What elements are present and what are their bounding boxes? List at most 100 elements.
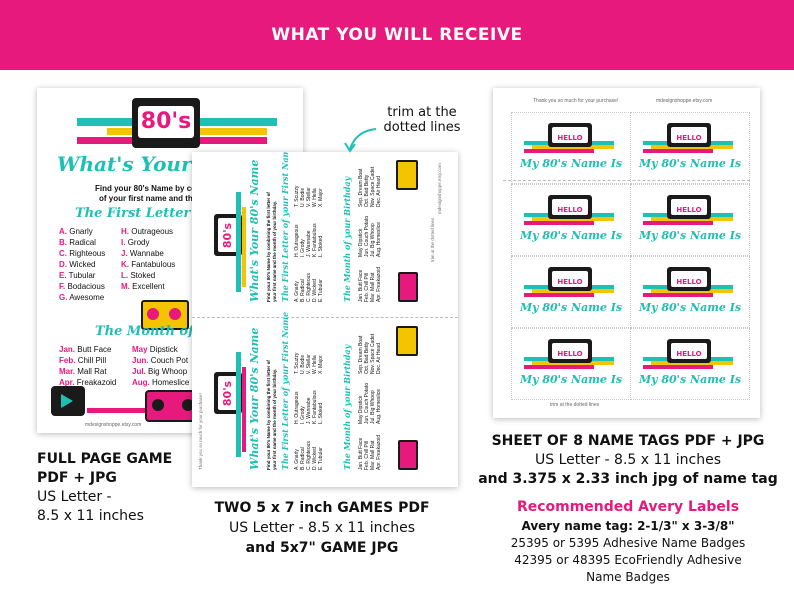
caption-5x7-line-2: US Letter - 8.5 x 11 inches [228,520,415,536]
month-item: Dec. Air Head [376,343,382,374]
tag-title: My 80's Name Is [638,301,742,314]
card-bottom-footer-note: Thank you so much for your purchase! [198,393,203,470]
hello-text: HELLO [557,134,583,142]
card-top-tape-icon [398,272,418,302]
month-item: Dec. Air Head [376,176,382,207]
card-top-month-heading: The Month of your Birthday [342,176,352,302]
avery-heading: Recommended Avery Labels [516,499,740,515]
caption-tags-line-2: US Letter - 8.5 x 11 inches [534,452,721,468]
card-top-stripe [236,192,241,292]
letter-item: E. Tubular [318,279,324,302]
tag-stripe-pink [643,293,713,297]
letter-row: B. Radical [59,238,96,247]
tag-title: My 80's Name Is [638,229,742,242]
hello-text: HELLO [557,278,583,286]
name-tags-sheet-preview: Thank you so much for your purchase! mde… [493,88,760,418]
letter-row: J. Wannabe [121,249,164,258]
card-bottom-months-c: Sep. Dream Boat Oct. Bad Betty Nov. Spac… [358,334,382,374]
tag-title: My 80's Name Is [519,301,623,314]
bottom-stripe [87,408,147,413]
month-item: Aug. Homeslice [376,388,382,424]
letter-row: M. Excellent [121,282,165,291]
letter-item: L. Stoked [318,235,324,257]
card-bottom-months-a: Jan. Butt Face Feb. Chill Pill Mar. Mall… [358,435,382,470]
hello-text: HELLO [676,134,702,142]
tag-stripe-pink [643,221,713,225]
tag-stripe-yellow [532,145,614,149]
letter-row: C. Righteous [59,249,106,258]
caption-5x7-line-3: and 5x7" GAME JPG [245,540,399,556]
tag-stripe-yellow [532,217,614,221]
caption-five-by-seven: TWO 5 x 7 inch GAMES PDF US Letter - 8.5… [198,498,446,558]
instructions-line-2: of your first name and the mont [99,194,220,203]
card-bottom-stripe-2 [242,367,246,452]
caption-full-page-line-3: US Letter - [37,489,112,505]
month-row: Aug. Homeslice [132,378,190,387]
five-by-seven-games-preview: 80's What's Your 80's Name Find your 80'… [192,152,458,487]
letter-item: X. Major [318,188,324,207]
caption-full-page-line-2: PDF + JPG [37,470,117,486]
cassette-logo-icon: 80's [132,98,200,148]
tag-stripe-yellow [651,289,733,293]
video-player-icon [51,386,85,416]
tag-stripe-yellow [651,145,733,149]
url-text: mdesignshoppe.etsy.com [85,422,142,428]
avery-line-4: Name Badges [586,570,670,584]
tag-stripe-pink [643,149,713,153]
letter-row: H. Outrageous [121,227,174,236]
card-bottom-first-letter-heading: The First Letter of your First Name [280,311,290,470]
hello-text: HELLO [676,206,702,214]
card-top-first-letter-heading: The First Letter of your First Name [280,152,290,302]
hello-badge-icon: HELLO [667,339,711,363]
card-logo-text: 80's [221,380,235,406]
hello-badge-icon: HELLO [548,339,592,363]
trim-note: trim at the dotted lines [383,105,461,135]
avery-line-3: 42395 or 48395 EcoFriendly Adhesive [514,553,742,567]
caption-tags-line-3: and 3.375 x 2.33 inch jpg of name tag [478,471,778,487]
month-item: Aug. Homeslice [376,221,382,257]
sheet-header-left: Thank you so much for your purchase! [533,98,619,104]
hello-text: HELLO [557,206,583,214]
card-top-instructions: Find your 80's Name by combining the fir… [266,192,277,302]
card-bottom-boombox-icon [396,326,418,356]
card-bottom-letters-a: A. Gnarly B. Radical C. Righteous D. Wic… [294,441,324,470]
sheet-footer-left: trim at the dotted lines [550,402,600,408]
tag-divider [503,180,750,181]
tag-stripe-yellow [651,217,733,221]
banner-title: WHAT YOU WILL RECEIVE [271,25,523,45]
month-row: May Dipstick [132,345,178,354]
tag-stripe-yellow [532,289,614,293]
caption-5x7-line-1: TWO 5 x 7 inch GAMES PDF [214,500,430,516]
card-top-months-a: Jan. Butt Face Feb. Chill Pill Mar. Mall… [358,267,382,302]
month-row: Jun. Couch Pot [132,356,189,365]
card-bottom-tape-icon [398,440,418,470]
card-top-letters-b: H. Outrageous I. Grody J. Wannabe K. Fan… [294,223,324,257]
card-bottom-instructions: Find your 80's Name by combining the fir… [266,360,277,470]
month-row: Feb. Chill Pill [59,356,107,365]
month-row: Apr. Freakazoid [59,378,117,387]
tag-stripe-pink [524,365,594,369]
card-bottom-title: What's Your 80's Name [248,327,261,470]
letter-item: X. Major [318,355,324,374]
card-bottom-stripe [236,352,241,457]
letters-column-2: H. Outrageous I. Grody J. Wannabe K. Fan… [121,226,175,292]
hello-badge-icon: HELLO [548,267,592,291]
card-top-letters-c: T. Scuzzy U. Bodie V. Stellar W. Hella X… [294,186,324,207]
caption-name-tags: SHEET OF 8 NAME TAGS PDF + JPG US Letter… [470,432,786,586]
letter-row: D. Wicked [59,260,96,269]
fold-line [192,317,458,318]
card-top-url: mdesignshoppe.etsy.com [437,163,442,214]
card-top-stripe-2 [242,207,246,287]
tag-title: My 80's Name Is [638,373,742,386]
letter-row: E. Tubular [59,271,96,280]
trim-arrow-icon [344,128,377,153]
caption-full-page: FULL PAGE GAME PDF + JPG US Letter - 8.5… [37,450,172,526]
hello-text: HELLO [676,350,702,358]
tag-stripe-pink [643,365,713,369]
card-top-boombox-icon [396,160,418,190]
card-top-side-note: trim at the dotted lines [430,217,435,262]
